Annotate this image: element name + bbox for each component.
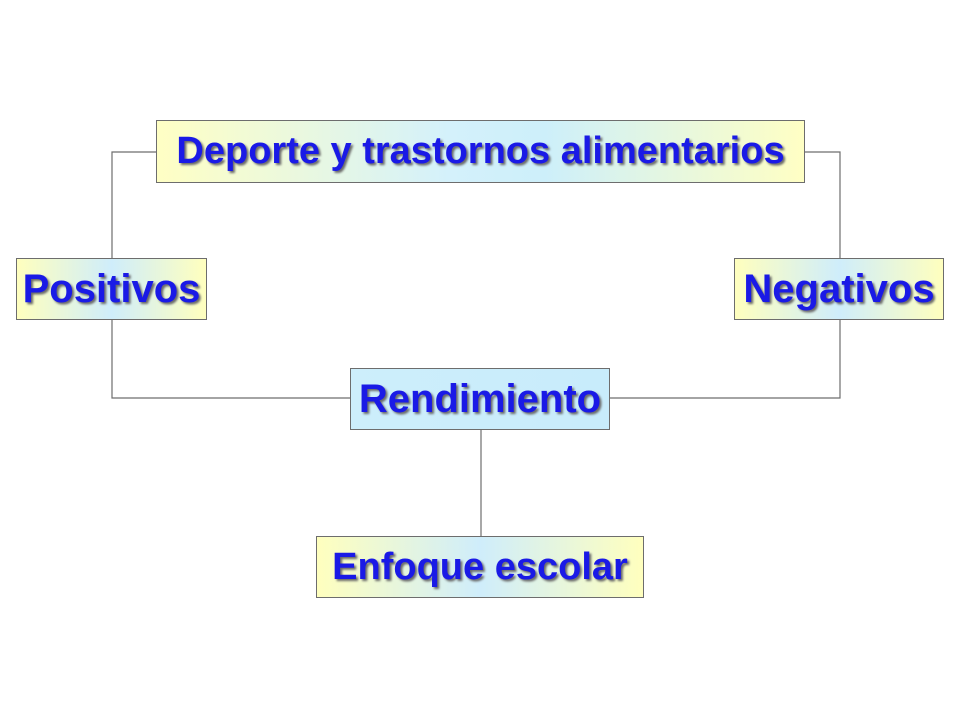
rendimiento-node: Rendimiento [350,368,610,430]
enfoque-escolar-node-label: Enfoque escolar [332,545,628,588]
positivos-node: Positivos [16,258,207,320]
connector-title-to-negativos [805,151,841,258]
title-node: Deporte y trastornos alimentarios [156,120,805,183]
rendimiento-node-label: Rendimiento [358,376,602,421]
connector-negativos-to-rendimiento [610,320,841,399]
title-node-label: Deporte y trastornos alimentarios [176,130,785,172]
connector-title-to-positivos [111,151,156,258]
negativos-node-label: Negativos [743,266,935,311]
enfoque-escolar-node: Enfoque escolar [316,536,644,598]
negativos-node: Negativos [734,258,944,320]
connector-positivos-to-rendimiento [111,320,350,399]
positivos-node-label: Positivos [22,266,201,311]
